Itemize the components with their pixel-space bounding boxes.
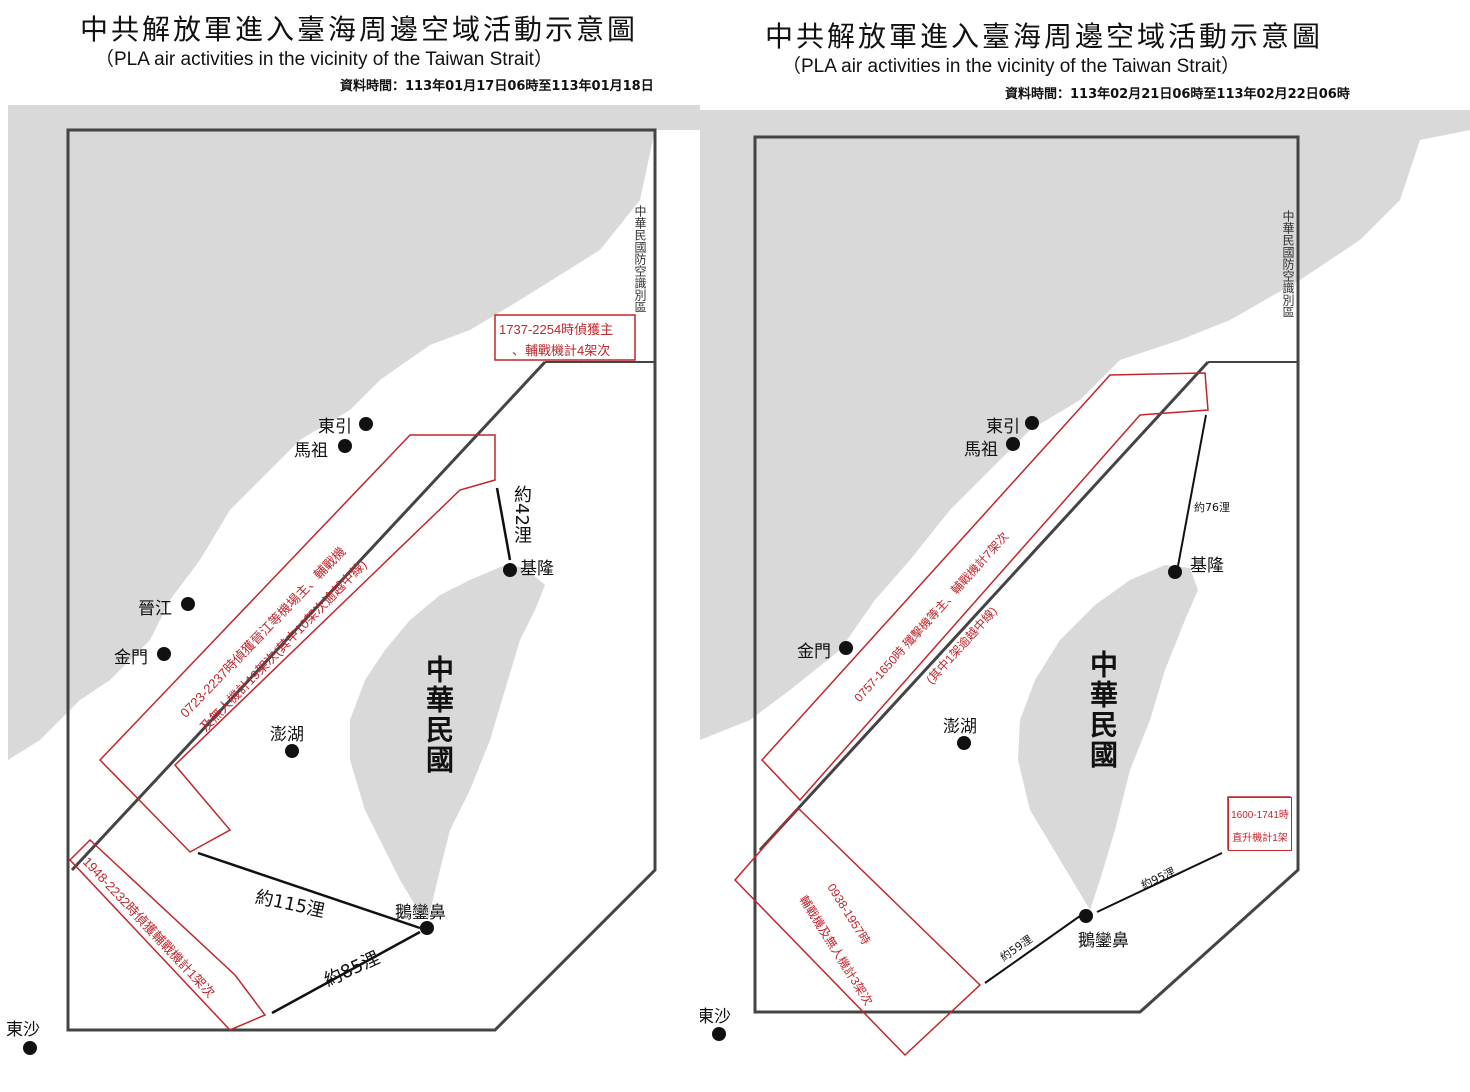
taiwan-island — [350, 565, 545, 920]
marker-jinjiang — [181, 597, 195, 611]
place-dongyin: 東引 — [318, 417, 352, 437]
activity-area-southwest — [733, 806, 982, 1057]
marker-kinmen — [839, 641, 853, 655]
marker-kinmen — [157, 647, 171, 661]
map-canvas-left — [8, 105, 700, 1055]
place-dongsha: 東沙 — [6, 1020, 40, 1040]
activity-southeast-box: 1600-1741時 直升機計1架 — [1228, 797, 1292, 851]
marker-penghu — [285, 744, 299, 758]
arrow-42 — [495, 487, 512, 561]
china-coastline — [700, 110, 1470, 740]
adiz-label: 中華民國防空識別區 — [633, 205, 647, 313]
marker-matsu — [338, 439, 352, 453]
arrow-95 — [1096, 852, 1223, 913]
place-kinmen: 金門 — [114, 648, 148, 668]
activity-southeast-line2: 直升機計1架 — [1232, 833, 1288, 844]
marker-penghu — [957, 736, 971, 750]
adiz-label: 中華民國防空識別區 — [1281, 210, 1295, 318]
marker-dongyin — [1025, 416, 1039, 430]
title-en: （PLA air activities in the vicinity of t… — [782, 56, 1240, 77]
marker-eluanbi — [1079, 909, 1093, 923]
marker-dongyin — [359, 417, 373, 431]
marker-keelung — [1168, 565, 1182, 579]
title-en: （PLA air activities in the vicinity of t… — [95, 49, 553, 70]
median-line-diag — [758, 360, 1210, 852]
title-zh: 中共解放軍進入臺海周邊空域活動示意圖 — [765, 20, 1324, 53]
data-time: 資料時間：113年01月17日06時至113年01月18日 — [340, 79, 654, 94]
activity-area-strait — [760, 372, 1209, 802]
china-coastline — [8, 105, 700, 760]
place-matsu: 馬祖 — [294, 441, 328, 461]
title-zh: 中共解放軍進入臺海周邊空域活動示意圖 — [80, 13, 639, 46]
place-eluanbi: 鵝鑾鼻 — [1078, 931, 1129, 951]
roc-label: 中華民國 — [1086, 650, 1119, 770]
place-eluanbi: 鵝鑾鼻 — [395, 903, 446, 923]
taiwan-island — [1018, 565, 1198, 910]
place-penghu: 澎湖 — [943, 717, 977, 737]
activity-area-southwest — [68, 838, 267, 1031]
data-time: 資料時間：113年02月21日06時至113年02月22日06時 — [1005, 87, 1350, 102]
place-keelung: 基隆 — [520, 559, 554, 579]
marker-dongsha — [23, 1041, 37, 1055]
median-line-diag — [70, 360, 547, 872]
marker-matsu — [1006, 437, 1020, 451]
map-canvas-right — [700, 110, 1470, 1057]
marker-eluanbi — [420, 921, 434, 935]
arrow-85 — [271, 930, 421, 1015]
place-matsu: 馬祖 — [964, 440, 998, 460]
adiz-boundary — [753, 135, 1300, 1014]
roc-label: 中華民國 — [422, 655, 455, 775]
arrow-76 — [1177, 414, 1207, 567]
marker-dongsha — [712, 1027, 726, 1041]
place-dongyin: 東引 — [986, 417, 1020, 437]
distance-76: 約76浬 — [1194, 501, 1230, 514]
activity-north-line1: 1737-2254時偵獲主 — [499, 322, 614, 337]
marker-keelung — [503, 563, 517, 577]
adiz-boundary — [66, 128, 657, 1032]
place-keelung: 基隆 — [1190, 556, 1224, 576]
arrow-115 — [197, 851, 421, 930]
place-penghu: 澎湖 — [270, 725, 304, 745]
activity-area-strait — [98, 434, 496, 853]
map-panel-right: 中共解放軍進入臺海周邊空域活動示意圖 （PLA air activities i… — [700, 0, 1470, 1092]
activity-southeast-line1: 1600-1741時 — [1231, 810, 1289, 821]
activity-box-north — [494, 314, 636, 361]
distance-42: 約42浬 — [511, 485, 532, 544]
place-dongsha: 東沙 — [700, 1007, 731, 1027]
arrow-59 — [984, 915, 1081, 984]
activity-north-line2: 、輔戰機計4架次 — [512, 343, 611, 358]
map-panel-left: 中共解放軍進入臺海周邊空域活動示意圖 （PLA air activities i… — [0, 0, 700, 1092]
place-kinmen: 金門 — [797, 642, 831, 662]
place-jinjiang: 晉江 — [138, 599, 172, 619]
